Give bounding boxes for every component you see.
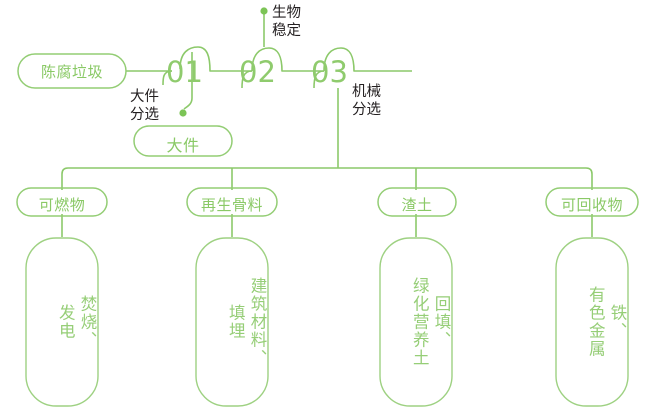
- stage-01-process-label: 大件 分选: [130, 89, 159, 123]
- detail-box-1: [25, 237, 99, 407]
- pill-shape-product-3: [377, 187, 457, 217]
- source-pill-label: 陈腐垃圾: [40, 63, 103, 81]
- dot-biostable: [260, 7, 268, 15]
- detail-text-2: 建筑材料、 填埋: [226, 277, 267, 367]
- pill-shape-source: [17, 53, 127, 89]
- link-arc-01-right: [179, 46, 252, 72]
- connector-01-to-dajian: [183, 52, 193, 110]
- link-arc-01-left: [162, 70, 173, 86]
- output-pill-label-dajian: 大件: [166, 136, 200, 155]
- product-pill-label-2: 再生骨料: [200, 196, 263, 214]
- detail-text-4: 铁、 有色金属: [586, 286, 627, 358]
- link-arc-03-right: [323, 47, 412, 72]
- detail-box-4: [555, 237, 629, 407]
- product-pill-label-4: 可回收物: [560, 196, 623, 214]
- stage-number-02: 02: [239, 55, 276, 89]
- dot-dajian: [179, 109, 187, 117]
- stage-03-process-label: 机械 分选: [352, 84, 381, 118]
- detail-text-3: 回填、 绿化营养土: [410, 277, 451, 367]
- pill-shape-product-1: [16, 187, 108, 217]
- detail-text-1: 焚烧、 发电: [56, 295, 97, 349]
- pill-shape-product-2: [186, 187, 278, 217]
- stage-02-process-label: 生物 稳定: [272, 5, 301, 39]
- detail-box-3: [379, 237, 453, 407]
- link-arc-02-left: [241, 70, 253, 89]
- product-pill-label-1: 可燃物: [38, 196, 86, 214]
- distribution-bus: [61, 167, 593, 190]
- pill-shape-product-4: [545, 187, 639, 217]
- detail-box-2: [195, 237, 269, 407]
- product-pill-label-3: 渣土: [401, 196, 433, 214]
- stage-number-01: 01: [166, 55, 203, 89]
- stage-number-03: 03: [311, 55, 348, 89]
- pill-shape-dajian: [133, 125, 233, 157]
- link-arc-03-left: [313, 70, 325, 89]
- link-arc-02-right: [251, 47, 324, 72]
